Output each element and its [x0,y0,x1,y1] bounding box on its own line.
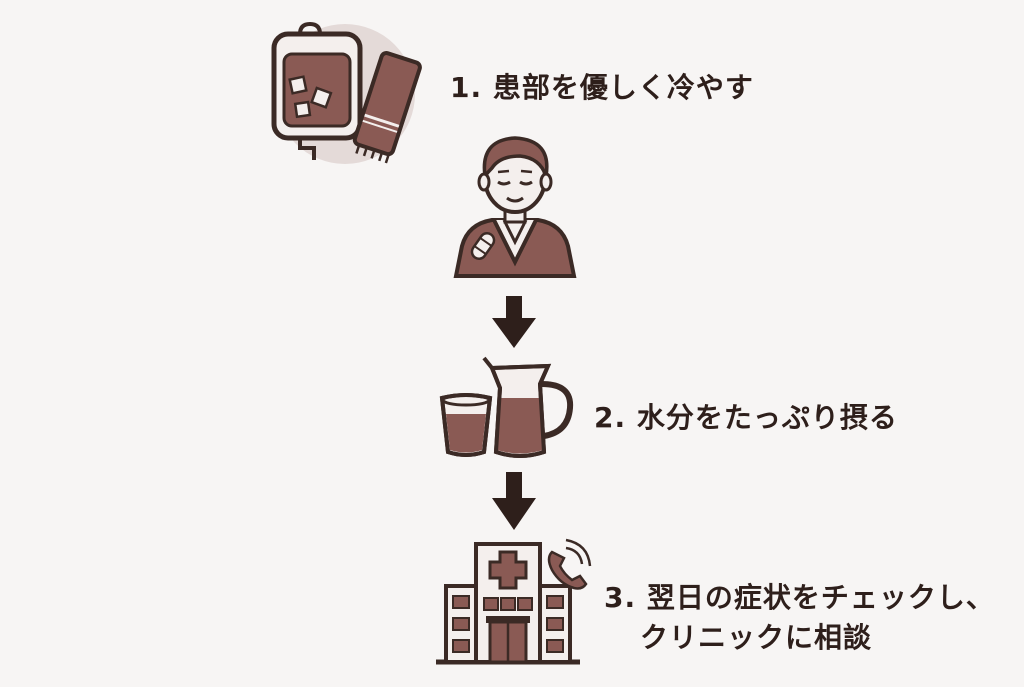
down-arrow-icon [492,296,536,348]
phone-icon [547,538,592,590]
clinic-building-icon [436,538,592,665]
step-1-label: 1. 患部を優しく冷やす [450,71,754,104]
ice-pack-and-towel-icon [271,21,422,164]
glass-and-pitcher-icon [439,356,574,458]
step-3-label-line-2: クリニックに相談 [640,621,873,654]
step-2-label: 2. 水分をたっぷり摂る [594,401,898,434]
step-3-label: 3. 翌日の症状をチェックし、 クリニックに相談 [604,578,995,658]
step-3-label-line-1: 3. 翌日の症状をチェックし、 [604,581,995,614]
down-arrow-icon [492,472,536,530]
injured-person-icon [453,136,577,278]
